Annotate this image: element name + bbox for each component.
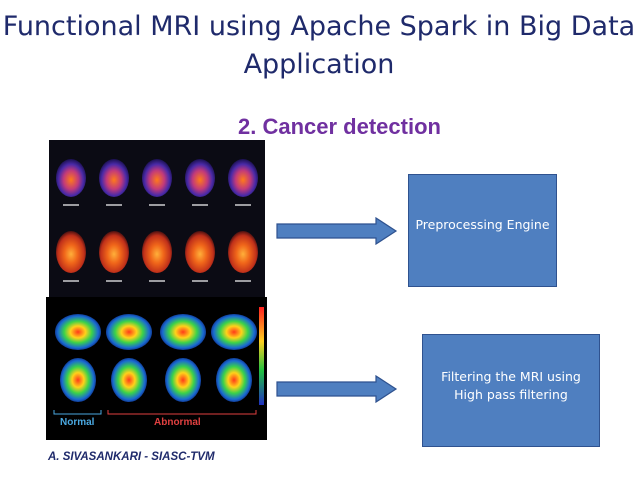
- preprocessing-engine-box: Preprocessing Engine: [408, 174, 557, 287]
- slide-title: Functional MRI using Apache Spark in Big…: [2, 11, 636, 80]
- abnormal-label: Abnormal: [154, 417, 201, 428]
- normal-label: Normal: [60, 417, 95, 428]
- slide-footer: A. SIVASANKARI - SIASC-TVM: [48, 451, 215, 463]
- arrow-right-icon: [276, 375, 398, 403]
- arrow-right-icon: [276, 217, 398, 245]
- preprocessing-engine-label: Preprocessing Engine: [415, 216, 550, 232]
- high-pass-filtering-box: Filtering the MRI using High pass filter…: [422, 334, 600, 447]
- brain-mri-scan-grid-image: [49, 140, 265, 298]
- pet-comparison-graphic: [46, 297, 267, 440]
- mri-grid-graphic: [49, 140, 265, 298]
- high-pass-filtering-label: Filtering the MRI using High pass filter…: [441, 368, 581, 402]
- brain-pet-scan-comparison-image: Normal Abnormal: [46, 297, 267, 440]
- slide-subtitle: 2. Cancer detection: [238, 114, 441, 139]
